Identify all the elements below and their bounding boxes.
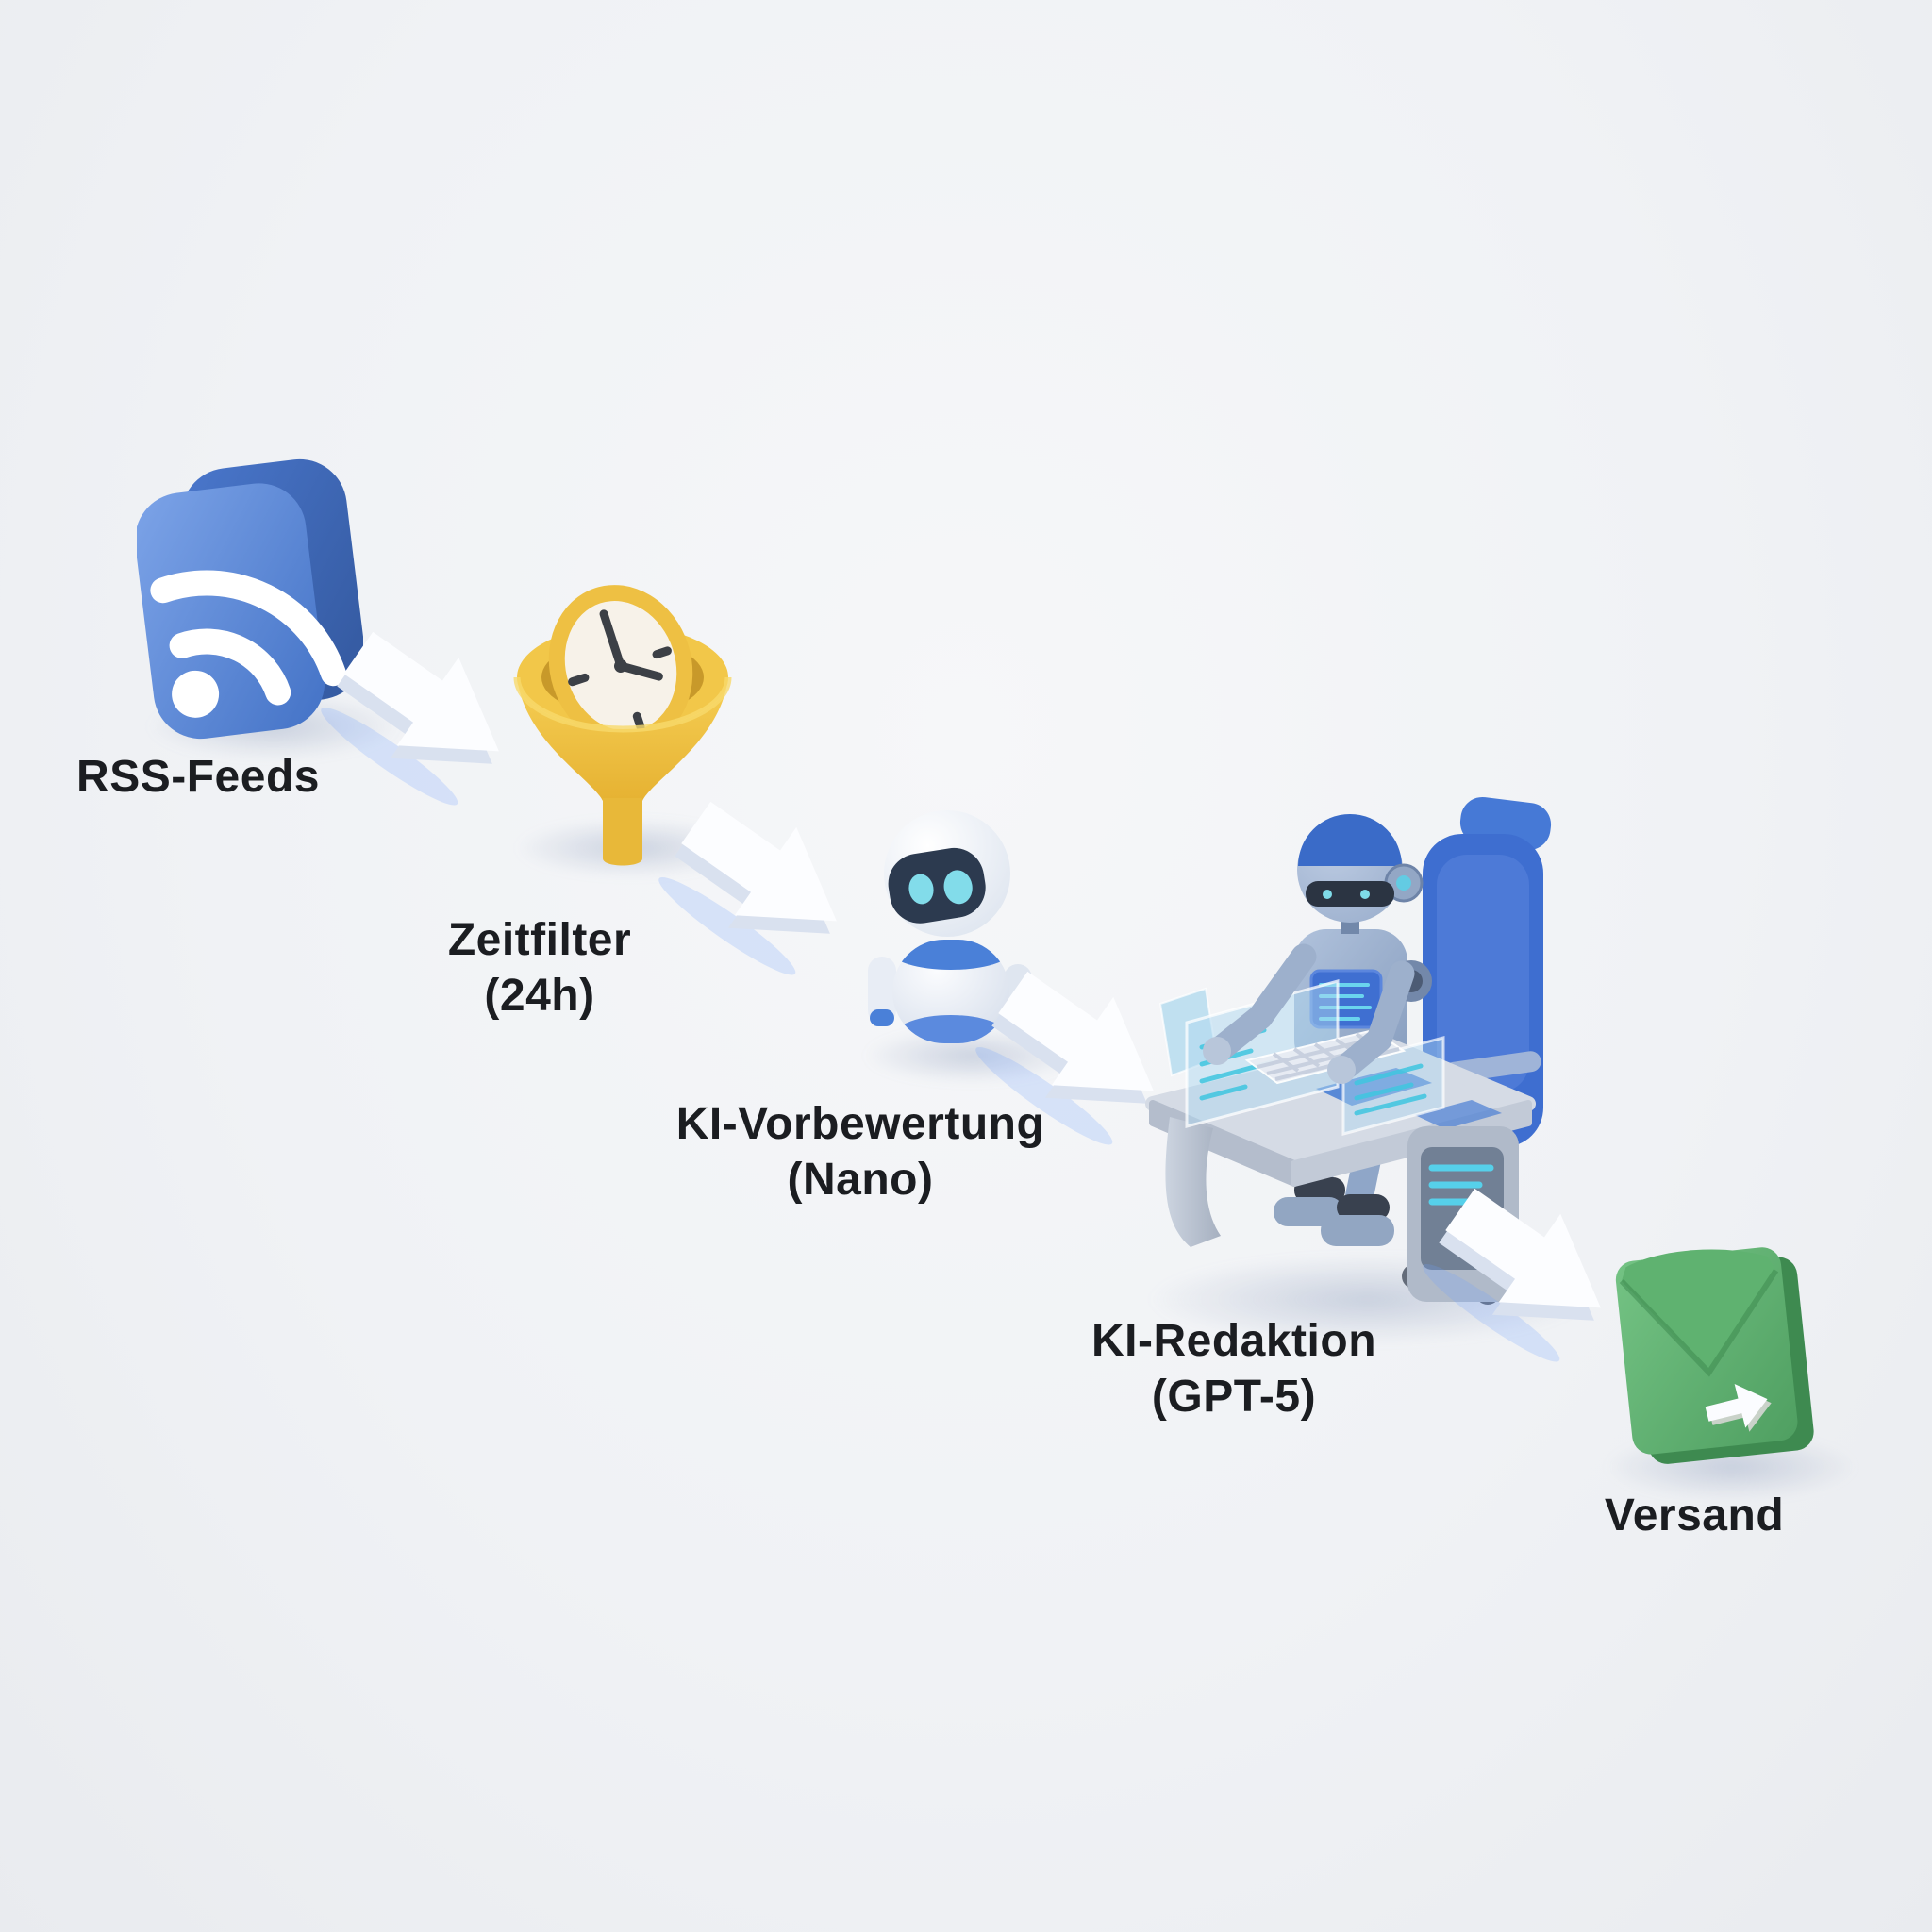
- zeitfilter-line1: Zeitfilter: [447, 915, 632, 965]
- vorbewertung-line2: (Nano): [787, 1154, 934, 1205]
- label-versand: Versand: [1605, 1489, 1784, 1544]
- flow-arrow-3: [955, 927, 1209, 1173]
- send-arrow-glyph: [1705, 1384, 1772, 1432]
- vorbewertung-line1: KI-Vorbewertung: [675, 1099, 1045, 1149]
- envelope-send-icon: [1607, 1217, 1828, 1486]
- flow-arrow-1: [300, 588, 555, 833]
- funnel-clock-icon: [509, 583, 736, 875]
- rss-label-text: RSS-Feeds: [76, 752, 320, 802]
- label-zeitfilter: Zeitfilter (24h): [448, 913, 631, 1024]
- redaktion-line1: KI-Redaktion: [1091, 1316, 1377, 1366]
- label-ki-redaktion: KI-Redaktion (GPT-5): [1091, 1314, 1376, 1424]
- label-rss-feeds: RSS-Feeds: [76, 750, 320, 806]
- label-ki-vorbewertung: KI-Vorbewertung (Nano): [676, 1097, 1045, 1208]
- zeitfilter-line2: (24h): [484, 970, 595, 1021]
- flow-arrow-4: [1402, 1144, 1657, 1390]
- rss-icon: [137, 451, 363, 743]
- robot-arms: [1203, 943, 1415, 1084]
- clock-face: [548, 585, 693, 747]
- flow-arrow-2: [638, 758, 892, 1003]
- assistant-robot-icon: [860, 800, 1044, 1069]
- redaktion-line2: (GPT-5): [1151, 1371, 1317, 1422]
- versand-label-text: Versand: [1604, 1491, 1785, 1541]
